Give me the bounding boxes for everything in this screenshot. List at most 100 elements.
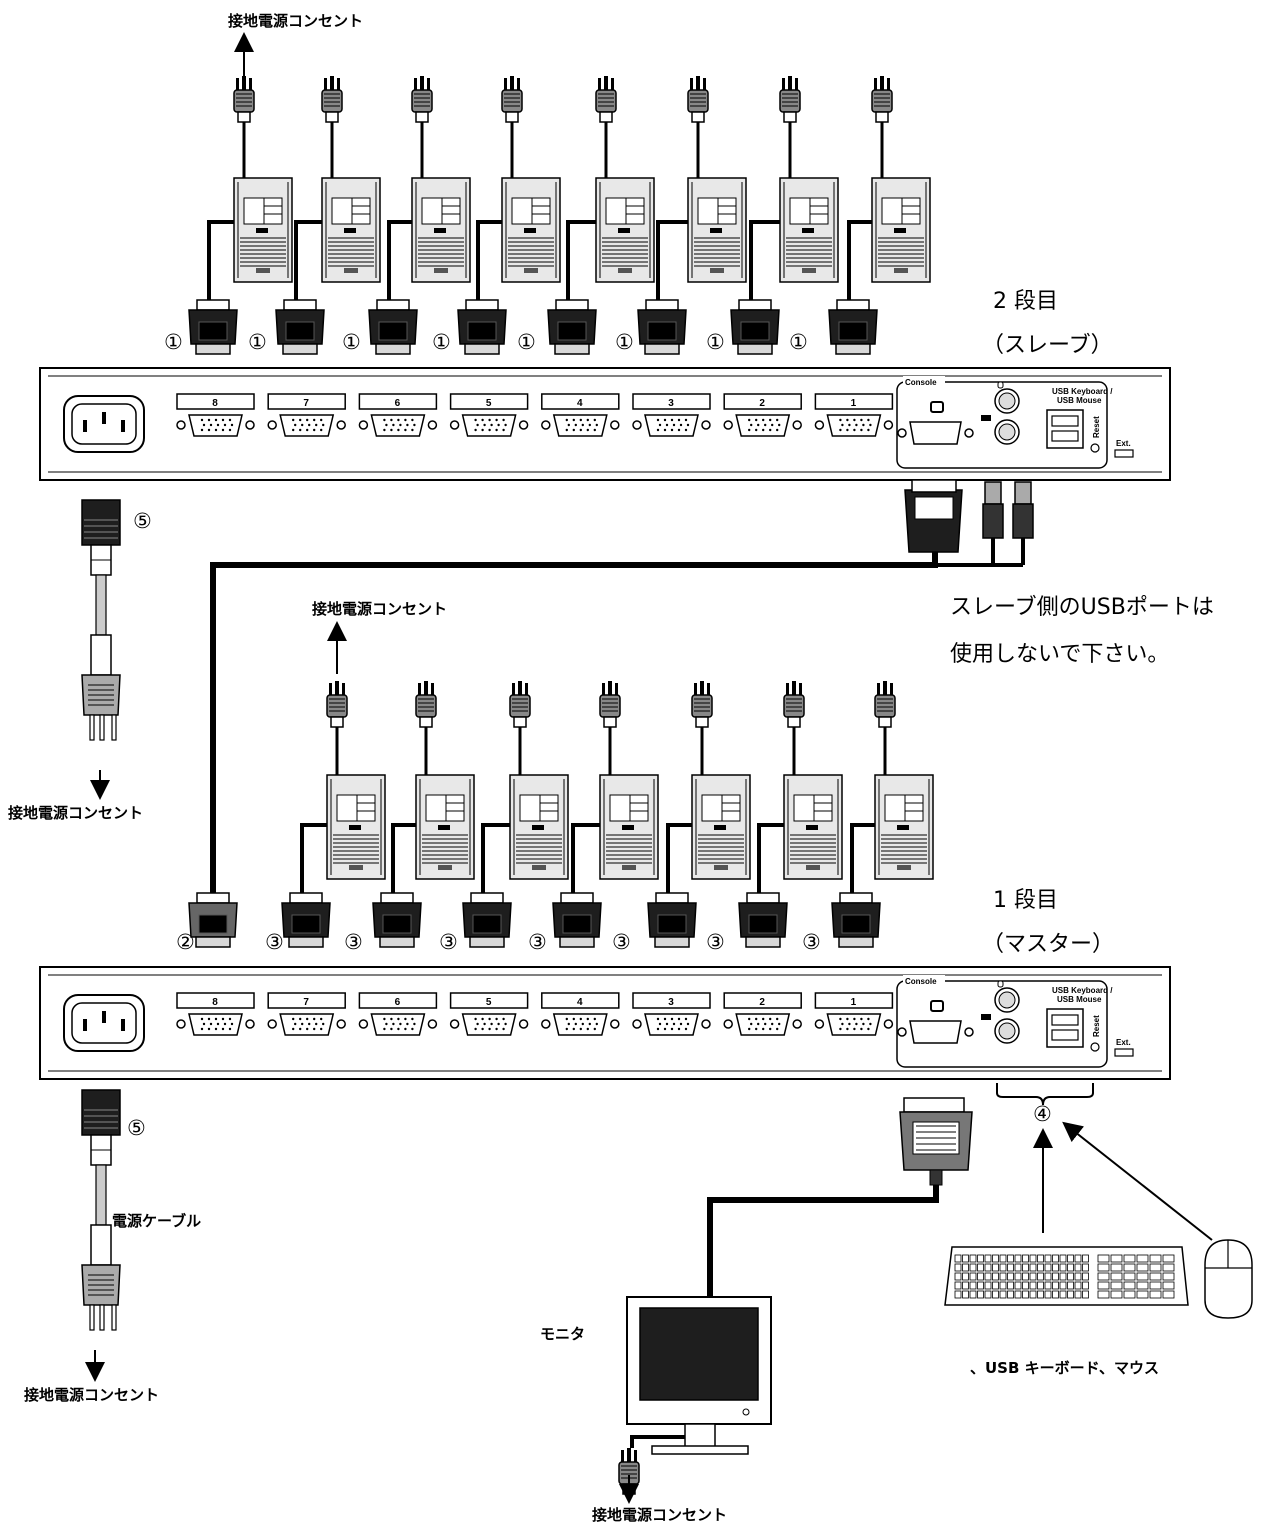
screw	[267, 420, 277, 430]
ac-plug	[788, 76, 792, 90]
vga-connector	[738, 299, 772, 311]
screw	[518, 420, 529, 430]
vga-cable	[571, 823, 600, 893]
port-number-5: 5	[486, 398, 492, 409]
port-number-3: 3	[668, 398, 674, 409]
usb-bracket	[996, 1083, 1094, 1106]
vga-port	[370, 1013, 426, 1036]
marker-1-3: ①	[342, 330, 361, 354]
marker-1-2: ①	[248, 330, 267, 354]
tier1-title: 1 段目	[993, 888, 1058, 913]
ext-label: Ext.	[1116, 1038, 1131, 1047]
slave-console-connectors	[904, 479, 1034, 567]
port-label-box	[541, 992, 620, 1009]
monitor-power-cord	[630, 1435, 685, 1448]
screw	[358, 1019, 369, 1029]
master-computer-1	[281, 681, 386, 948]
port-number-4: 4	[577, 398, 583, 409]
screw	[427, 420, 438, 430]
vga-connector	[655, 892, 689, 904]
port-number-4: 4	[577, 997, 583, 1008]
screw	[632, 1019, 642, 1029]
screw	[245, 1019, 255, 1029]
port-label-box	[541, 393, 620, 410]
marker-1-1: ①	[164, 330, 183, 354]
marker-5-upper: ⑤	[133, 509, 152, 533]
slave-computer-6	[637, 76, 747, 355]
ac-plug	[424, 681, 428, 695]
port-label-box	[267, 393, 346, 410]
slave-computer-5	[547, 76, 655, 355]
port-label-box	[449, 393, 529, 410]
ac-plug	[330, 76, 334, 90]
port-label-box	[814, 992, 894, 1009]
marker-3-5: ③	[612, 930, 631, 954]
master-computer-4	[552, 681, 659, 948]
port-label-box	[449, 992, 529, 1009]
vga-port	[552, 1013, 608, 1036]
console-vga-port	[909, 421, 962, 445]
usb-port-2	[1051, 1029, 1079, 1041]
vga-port	[552, 414, 608, 437]
screw	[883, 1019, 894, 1029]
port-number-6: 6	[395, 997, 401, 1008]
vga-connector	[746, 892, 780, 904]
vga-connector	[839, 892, 873, 904]
vga-cable	[656, 220, 688, 300]
ac-plug	[420, 76, 424, 90]
vga-cable	[300, 823, 327, 893]
power-cord	[95, 574, 107, 636]
vga-port	[188, 414, 243, 437]
power-cord	[95, 1164, 107, 1226]
reset-label: Reset	[1092, 1015, 1101, 1037]
keyboard-icon	[981, 1014, 991, 1020]
screw	[723, 420, 733, 430]
port-number-8: 8	[212, 398, 218, 409]
vga-cable	[481, 823, 510, 893]
marker-4: ④	[1033, 1102, 1052, 1126]
screw	[701, 420, 711, 430]
usb-port-2	[1051, 430, 1079, 442]
screw	[723, 1019, 733, 1029]
slave-computer-3	[368, 76, 471, 355]
vga-connector	[196, 892, 230, 904]
port-label-box	[176, 992, 255, 1009]
port-label-box	[358, 393, 438, 410]
port-number-7: 7	[303, 997, 309, 1008]
monitor	[626, 1296, 772, 1455]
console-vga-port	[909, 1020, 962, 1044]
master-computer-6	[738, 681, 843, 948]
vga-port	[461, 414, 517, 437]
usb-keyboard	[944, 1246, 1189, 1306]
screw	[792, 420, 802, 430]
usb-port-1	[1051, 415, 1079, 427]
slave-usb-note-line1: スレーブ側のUSBポートは	[950, 595, 1214, 620]
vga-port	[461, 1013, 517, 1036]
screw	[883, 420, 894, 430]
mouse-icon	[997, 980, 1004, 988]
marker-1-7: ①	[706, 330, 725, 354]
master-computer-5	[647, 681, 751, 948]
port-label-box	[358, 992, 438, 1009]
vga-connector	[836, 299, 870, 311]
screw	[792, 1019, 802, 1029]
port-label-box	[267, 992, 346, 1009]
vga-cable	[294, 220, 322, 300]
ground-outlet-label-top: 接地電源コンセント	[228, 12, 363, 30]
screw	[336, 420, 346, 430]
ac-plug	[700, 681, 704, 695]
vga-port	[735, 414, 791, 437]
marker-3-4: ③	[528, 930, 547, 954]
vga-cable	[391, 823, 416, 893]
screw	[518, 1019, 529, 1029]
master-computer-7	[831, 681, 934, 948]
monitor-base	[651, 1445, 749, 1455]
port-label-box	[723, 992, 802, 1009]
screw	[541, 420, 551, 430]
marker-3-7: ③	[802, 930, 821, 954]
master-power-cable	[81, 1089, 121, 1331]
vga-cable	[749, 220, 780, 300]
vga-port	[826, 414, 882, 437]
port-label-box	[632, 393, 711, 410]
